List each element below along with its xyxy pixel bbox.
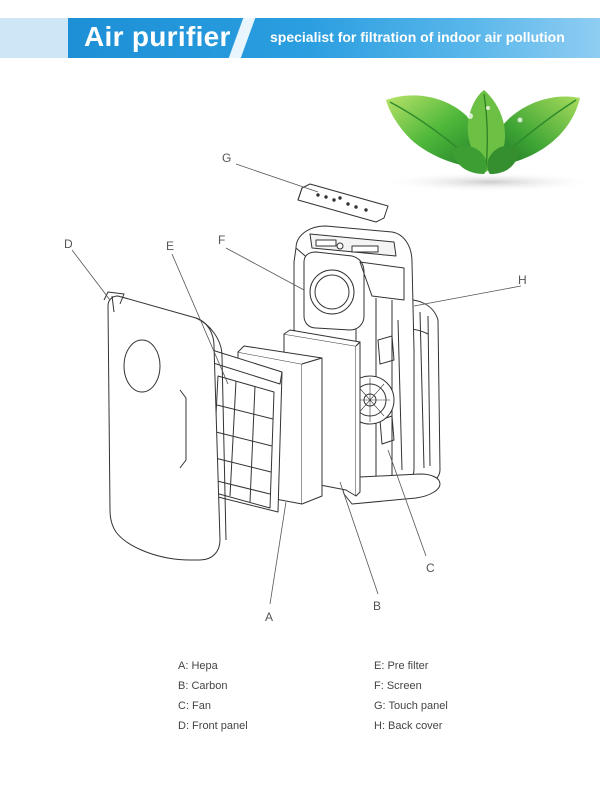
callout-e: E [166,239,174,253]
legend-item-touch-panel: G: Touch panel [374,700,448,712]
leader-lines [71,163,522,605]
legend-item-front-panel: D: Front panel [178,720,248,732]
legend-item-fan: C: Fan [178,700,212,712]
page-title: Air purifier [84,21,231,52]
page-subtitle: specialist for filtration of indoor air … [270,29,565,45]
callout-c: C [426,561,435,575]
front-panel-part [103,291,227,561]
callout-a: A [265,610,273,624]
parts-legend: A: Hepa B: Carbon C: Fan D: Front panel … [178,660,498,740]
legend-item-back-cover: H: Back cover [374,720,443,732]
green-leaves-icon [380,90,600,192]
callout-g: G [222,151,231,165]
callout-h: H [518,273,527,287]
callout-f: F [218,233,225,247]
banner-bar [68,18,600,58]
legend-item-hepa: A: Hepa [178,660,218,672]
legend-item-carbon: B: Carbon [178,680,228,692]
header-banner: Air purifier specialist for filtration o… [0,18,600,58]
touch-panel-part [297,183,389,223]
callout-d: D [64,237,73,251]
callout-b: B [373,599,381,613]
legend-item-screen: F: Screen [374,680,422,692]
legend-item-pre-filter: E: Pre filter [374,660,429,672]
